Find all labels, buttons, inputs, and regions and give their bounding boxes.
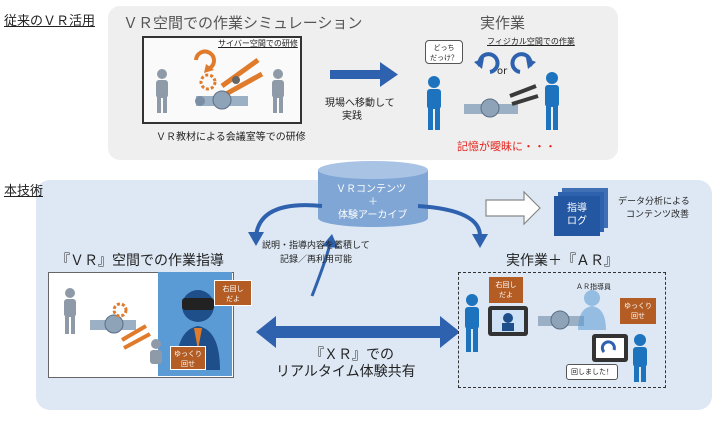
analysis-text-2: コンテンツ改善 [626, 210, 690, 220]
ar-instructor-icon [578, 290, 606, 330]
doc-line2: ログ [567, 216, 587, 227]
meeting-caption: ＶＲ教材による会議室等での研修 [156, 132, 306, 143]
doc-line1: 指導 [567, 203, 587, 214]
valve-pipe-icon [90, 314, 136, 334]
bubble-turn-right-line2: だよ [226, 295, 240, 303]
db-line1: ＶＲコンテンツ [336, 184, 406, 195]
xr-line2: リアルタイム体験共有 [276, 364, 416, 380]
ar-bubble-slow-line1: ゆっくり [624, 302, 652, 310]
physical-space-label: フィジカル空間での作業 [487, 37, 575, 46]
ar-bubble-turn-right-line1: 右回し [495, 281, 517, 289]
vr-guidance-title: 『ＶＲ』空間での作業指導 [56, 253, 224, 269]
trainee-person-icon [156, 69, 168, 113]
instructor-worker-icon [633, 334, 647, 382]
instructor-worker-icon [545, 72, 559, 130]
bubble-done-text: 回しました！ [571, 368, 613, 376]
move-text-2: 実践 [342, 111, 362, 122]
ar-instructor-label: ＡＲ指導員 [576, 283, 611, 291]
pliers-icon [509, 84, 539, 106]
question-bubble: どっち だっけ？ [425, 40, 463, 64]
ar-bubble-slow: ゆっくり 回せ [620, 298, 656, 324]
bubble-slow-line1: ゆっくり [174, 350, 202, 358]
db-line3: 体験アーカイブ [338, 210, 408, 221]
instructor-person-icon [272, 69, 284, 113]
bubble-slow: ゆっくり 回せ [170, 346, 206, 370]
guidance-log-document: 指導 ログ [554, 196, 600, 236]
memory-vague-text: 記憶が曖昧に・・・ [457, 140, 556, 153]
student-person-icon [150, 339, 162, 364]
bubble-slow-line2: 回せ [181, 360, 195, 368]
worker-person-icon [427, 76, 441, 130]
top-section-label: 従来のＶＲ活用 [4, 14, 96, 29]
cyber-training-label: サイバー空間での研修 [218, 39, 298, 48]
question-bubble-line2: だっけ？ [430, 54, 458, 62]
valve-pipe-icon [464, 98, 518, 118]
phone-icon [592, 334, 628, 362]
pliers-icon [220, 57, 264, 97]
real-work-title: 実作業 [480, 14, 526, 32]
bubble-turn-right: 右回し だよ [214, 280, 252, 306]
ar-title: 実作業＋『ＡＲ』 [506, 253, 618, 269]
valve-pipe-icon [195, 90, 248, 110]
gear-icon [112, 302, 128, 318]
valve-pipe-icon [538, 310, 584, 330]
archive-text-1: 説明・指導内容を蓄積して [262, 241, 370, 251]
xr-line1: 『ＸＲ』での [310, 347, 394, 363]
gear-icon [199, 73, 217, 91]
rotate-arrow-icon [194, 49, 216, 70]
bubble-turn-right-line1: 右回し [222, 285, 244, 293]
sim-title: ＶＲ空間での作業シミュレーション [123, 14, 363, 32]
bubble-done: 回しました！ [566, 364, 618, 380]
ar-bubble-turn-right-line2: だよ [499, 291, 513, 299]
archive-text-2: 記録／再利用可能 [280, 255, 353, 265]
pliers-icon [120, 324, 151, 350]
or-text: or [497, 66, 508, 77]
bottom-section-label: 本技術 [4, 184, 44, 199]
ar-bubble-turn-right: 右回し だよ [489, 277, 523, 303]
db-line2: ＋ [368, 197, 378, 208]
analysis-text-1: データ分析による [618, 197, 690, 207]
question-bubble-line1: どっち [433, 44, 455, 52]
tablet-icon [488, 306, 528, 336]
worker-person-icon [465, 294, 479, 352]
move-text-1: 現場へ移動して [325, 98, 395, 109]
trainee-person-icon [64, 288, 76, 334]
ar-bubble-slow-line2: 回せ [631, 312, 645, 320]
